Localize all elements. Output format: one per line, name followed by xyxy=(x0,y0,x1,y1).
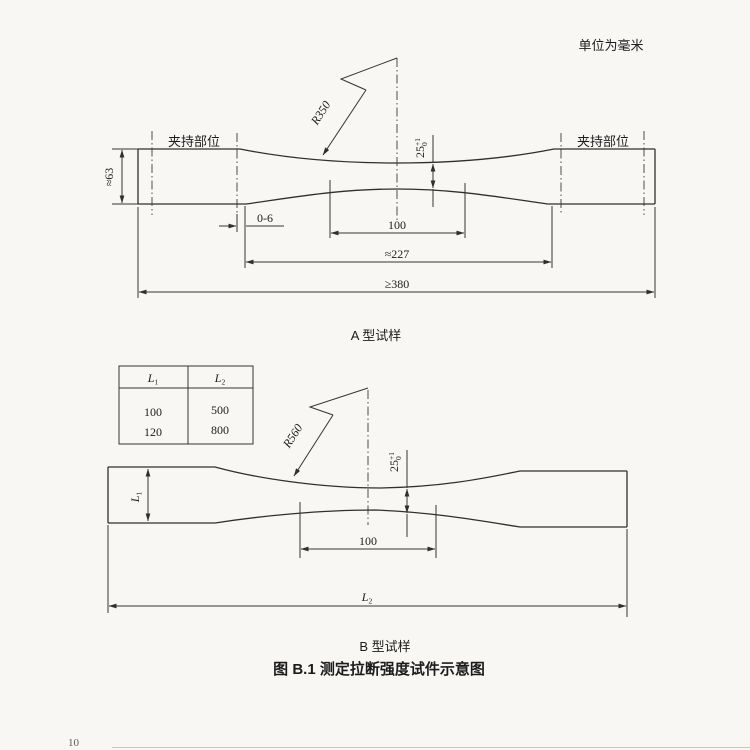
dim-tol-minus: 0 xyxy=(420,142,429,146)
header-sub: 1 xyxy=(154,378,158,387)
dim-end-height-label: ≈63 xyxy=(102,168,116,187)
dim-gauge-label: 100 xyxy=(388,218,406,232)
specimen-b-caption: B 型试样 xyxy=(359,639,410,654)
dim-mid-width-label: 25+10 xyxy=(387,452,403,472)
dim-sub: 2 xyxy=(368,597,372,606)
table-header-l2: L2 xyxy=(214,371,226,387)
header-main: L xyxy=(214,371,222,385)
specimen-b-lower-edge xyxy=(108,509,627,528)
table-cell: 800 xyxy=(211,423,229,437)
table-cell: 100 xyxy=(144,405,162,419)
dim-total-label: L2 xyxy=(361,590,373,606)
dim-end-height-label: L1 xyxy=(128,492,144,504)
table-border xyxy=(118,365,254,445)
dim-value: 25 xyxy=(387,460,401,472)
radius-leader-arrow xyxy=(293,414,334,477)
figure-title: 图 B.1 测定拉断强度试件示意图 xyxy=(273,660,485,678)
dim-sub: 1 xyxy=(135,492,144,496)
l1-l2-table: L1 L2 100 500 120 800 xyxy=(118,365,254,445)
dim-gauge-label: 100 xyxy=(359,534,377,548)
specimen-b-upper-edge xyxy=(108,466,627,489)
specimen-a-lower-edge xyxy=(138,188,655,205)
table-header-l1: L1 xyxy=(147,371,159,387)
page-number: 10 xyxy=(68,737,80,749)
dim-main: L xyxy=(128,495,142,503)
radius-label-b: R560 xyxy=(279,421,305,451)
header-sub: 2 xyxy=(221,378,225,387)
radius-leader-arrow xyxy=(322,89,367,156)
dim-clamp-gap-label: 0-6 xyxy=(257,211,273,225)
radius-leader-zigzag xyxy=(339,57,398,91)
radius-label-a: R350 xyxy=(307,98,333,128)
dim-total-label: ≥380 xyxy=(385,277,410,291)
dim-tol-plus: +1 xyxy=(387,452,396,460)
specimen-b-diagram: L1 L2 100 500 120 800 R560 L1 xyxy=(107,365,628,654)
table-cell: 120 xyxy=(144,425,162,439)
dim-value: 25 xyxy=(413,146,427,158)
specimen-a-caption: A 型试样 xyxy=(351,328,402,343)
specimen-a-upper-edge xyxy=(138,148,655,164)
dim-tol-plus: +1 xyxy=(413,138,422,146)
unit-note: 单位为毫米 xyxy=(578,38,643,53)
dim-mid-width-label: 25+10 xyxy=(413,138,429,158)
header-main: L xyxy=(147,371,155,385)
dim-main: L xyxy=(361,590,369,604)
dim-tol-minus: 0 xyxy=(394,456,403,460)
specimen-a-diagram: R350 夹持部位 夹持部位 ≈63 25+10 0-6 100 ≈227 xyxy=(102,57,656,343)
clamp-label-left: 夹持部位 xyxy=(168,134,220,149)
clamp-label-right: 夹持部位 xyxy=(577,134,629,149)
radius-leader-zigzag xyxy=(308,387,369,416)
table-cell: 500 xyxy=(211,403,229,417)
dim-taper-span-label: ≈227 xyxy=(385,247,410,261)
